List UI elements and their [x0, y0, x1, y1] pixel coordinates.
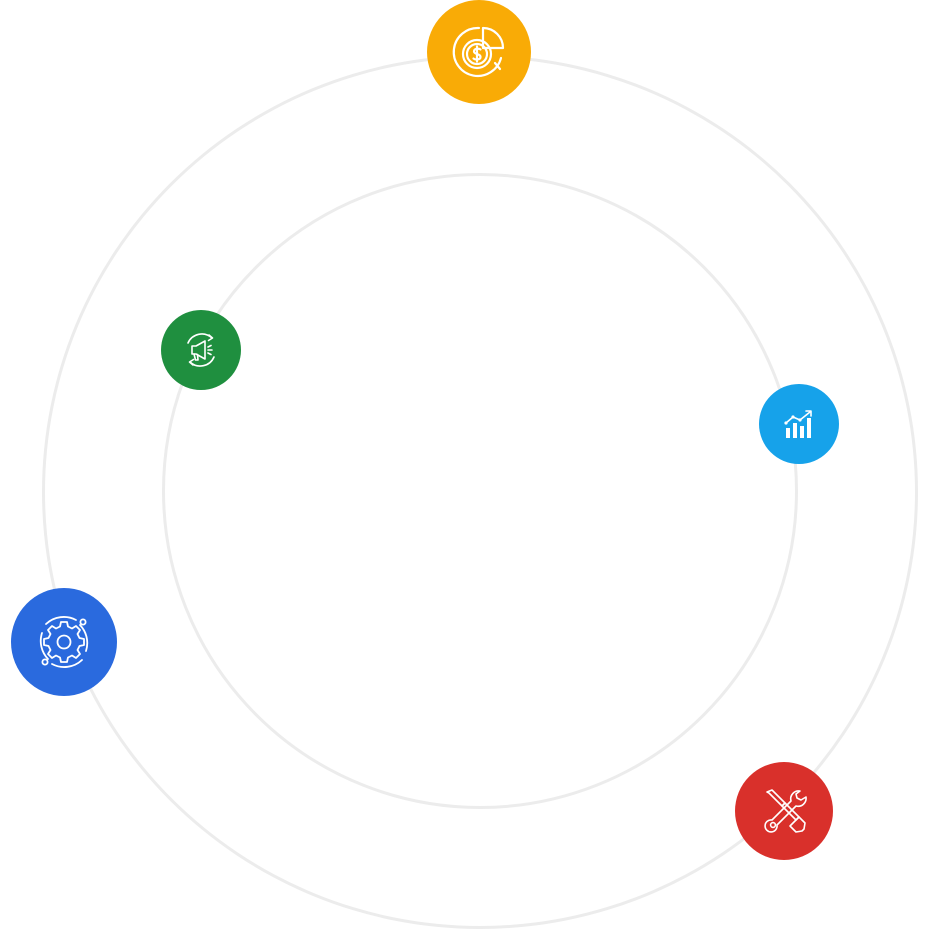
bar-chart-trend-icon [779, 404, 819, 444]
wrench-screwdriver-icon [758, 785, 810, 837]
finance-node[interactable] [427, 0, 531, 104]
megaphone-cycle-icon [180, 329, 222, 371]
dollar-pie-chart-icon [450, 23, 508, 81]
marketing-node[interactable] [161, 310, 241, 390]
gear-orbit-icon [33, 611, 95, 673]
analytics-node[interactable] [759, 384, 839, 464]
inner-orbit-ring [162, 173, 798, 809]
settings-node[interactable] [11, 588, 117, 696]
tools-node[interactable] [735, 762, 833, 860]
